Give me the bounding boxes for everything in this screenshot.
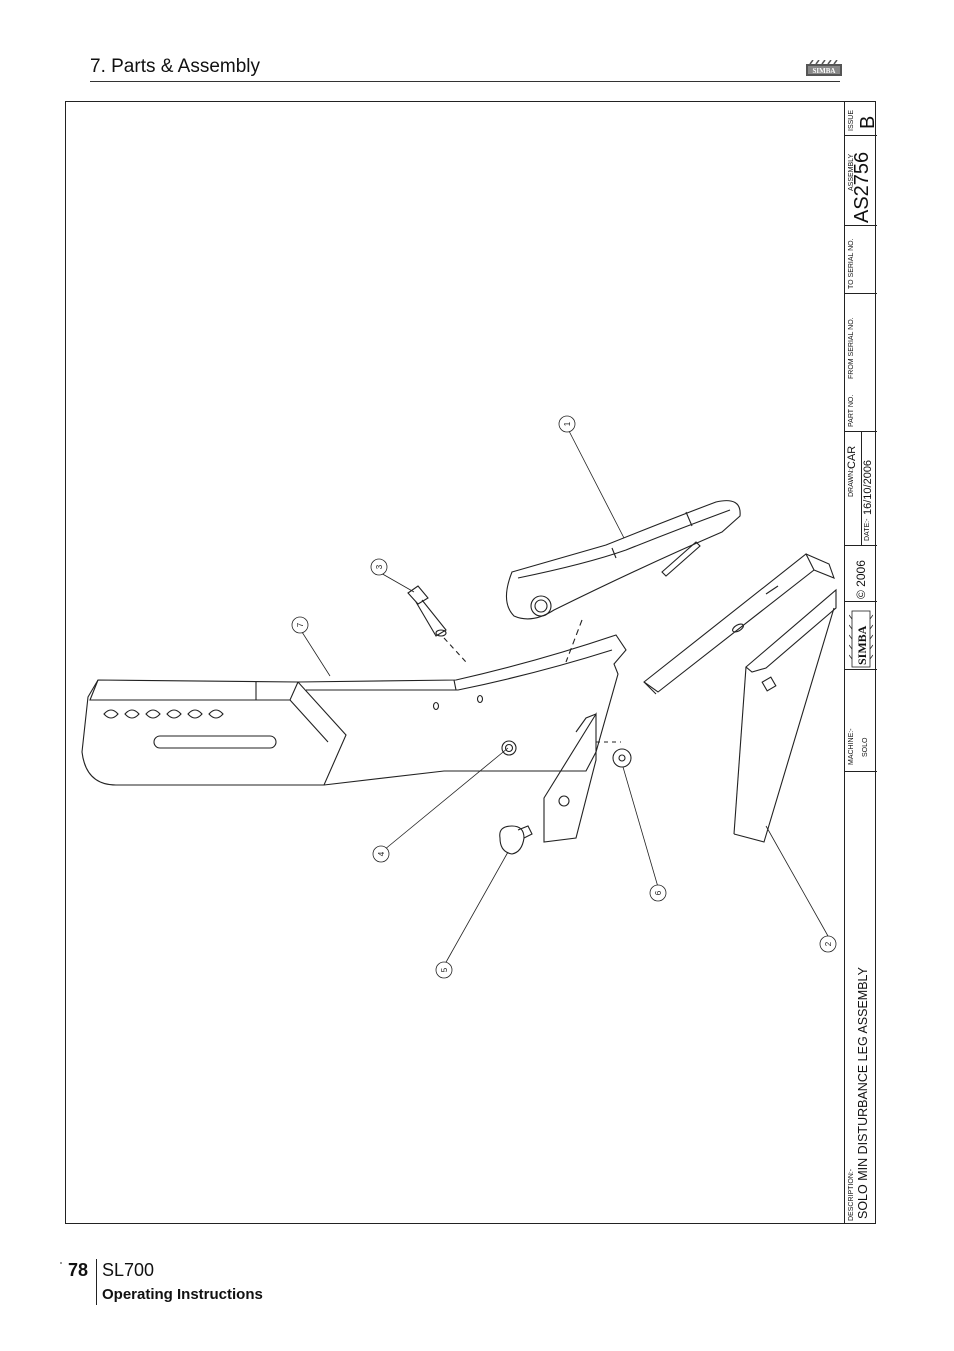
drawing-frame: 1 2 3 4 5 6 7 <box>65 101 876 1224</box>
balloon-label-7: 7 <box>296 622 305 627</box>
copyright: © 2006 <box>854 560 868 599</box>
balloon-label-1: 1 <box>563 421 572 426</box>
machine-value: SOLO <box>862 737 869 757</box>
washer-part-6 <box>612 748 632 768</box>
simba-brand-logo: SIMBA <box>849 610 873 668</box>
logo-text: SIMBA <box>813 67 836 75</box>
header-rule <box>90 81 840 82</box>
tb-divider <box>845 225 877 226</box>
balloon-2 <box>819 935 837 953</box>
bolt-part-3 <box>407 585 467 663</box>
tb-divider-v <box>861 431 862 545</box>
from-serial-label: FROM SERIAL NO. <box>848 317 855 379</box>
bracket-plate <box>543 712 621 843</box>
title-block: ISSUE B ASSEMBLY AS2756 TO SERIAL NO. FR… <box>844 101 879 1224</box>
brand-text: SIMBA <box>855 625 869 665</box>
balloon-label-5: 5 <box>440 967 449 972</box>
simba-logo: SIMBA <box>806 60 842 76</box>
balloon-4 <box>372 845 390 863</box>
balloon-label-6: 6 <box>654 890 663 895</box>
section-title: 7. Parts & Assembly <box>90 56 261 77</box>
document-type: Operating Instructions <box>102 1286 263 1303</box>
wing-plate-part-2 <box>643 553 837 843</box>
bolt-part-5 <box>499 825 533 855</box>
tb-divider <box>845 771 877 772</box>
page-number: 78 <box>68 1260 89 1280</box>
tb-divider <box>845 545 877 546</box>
exploded-parts-drawing: 1 2 3 4 5 6 7 <box>81 415 837 979</box>
date-label: DATE:- <box>864 518 871 541</box>
issue-value: B <box>857 115 879 129</box>
nut-part-4 <box>501 740 517 756</box>
tb-divider <box>845 293 877 294</box>
tb-divider <box>845 601 877 602</box>
footer-divider <box>96 1259 97 1305</box>
tb-divider <box>845 135 877 136</box>
balloon-5 <box>435 961 453 979</box>
balloon-6 <box>649 884 667 902</box>
balloon-label-3: 3 <box>375 564 384 569</box>
tb-divider <box>845 669 877 670</box>
description-value: SOLO MIN DISTURBANCE LEG ASSEMBLY <box>856 967 870 1219</box>
to-serial-label: TO SERIAL NO. <box>848 238 855 289</box>
assembly-value: AS2756 <box>851 151 873 223</box>
part-no-label: PART NO. <box>848 394 855 427</box>
leg-body-part-7 <box>81 634 627 786</box>
date-value: 16/10/2006 <box>862 459 874 515</box>
model-name: SL700 <box>102 1260 155 1280</box>
speck <box>60 1262 62 1264</box>
machine-label: MACHINE:- <box>848 728 855 765</box>
balloon-label-4: 4 <box>377 851 386 856</box>
balloon-1 <box>558 415 576 433</box>
balloon-7 <box>291 616 309 634</box>
balloon-3 <box>370 558 388 576</box>
description-label: DESCRIPTION:- <box>848 1168 855 1221</box>
issue-label: ISSUE <box>848 109 855 131</box>
drawn-value: CAR <box>846 445 858 469</box>
point-part-1 <box>505 500 741 663</box>
drawn-label: DRAWN:- <box>848 466 855 497</box>
balloon-label-2: 2 <box>824 941 833 946</box>
